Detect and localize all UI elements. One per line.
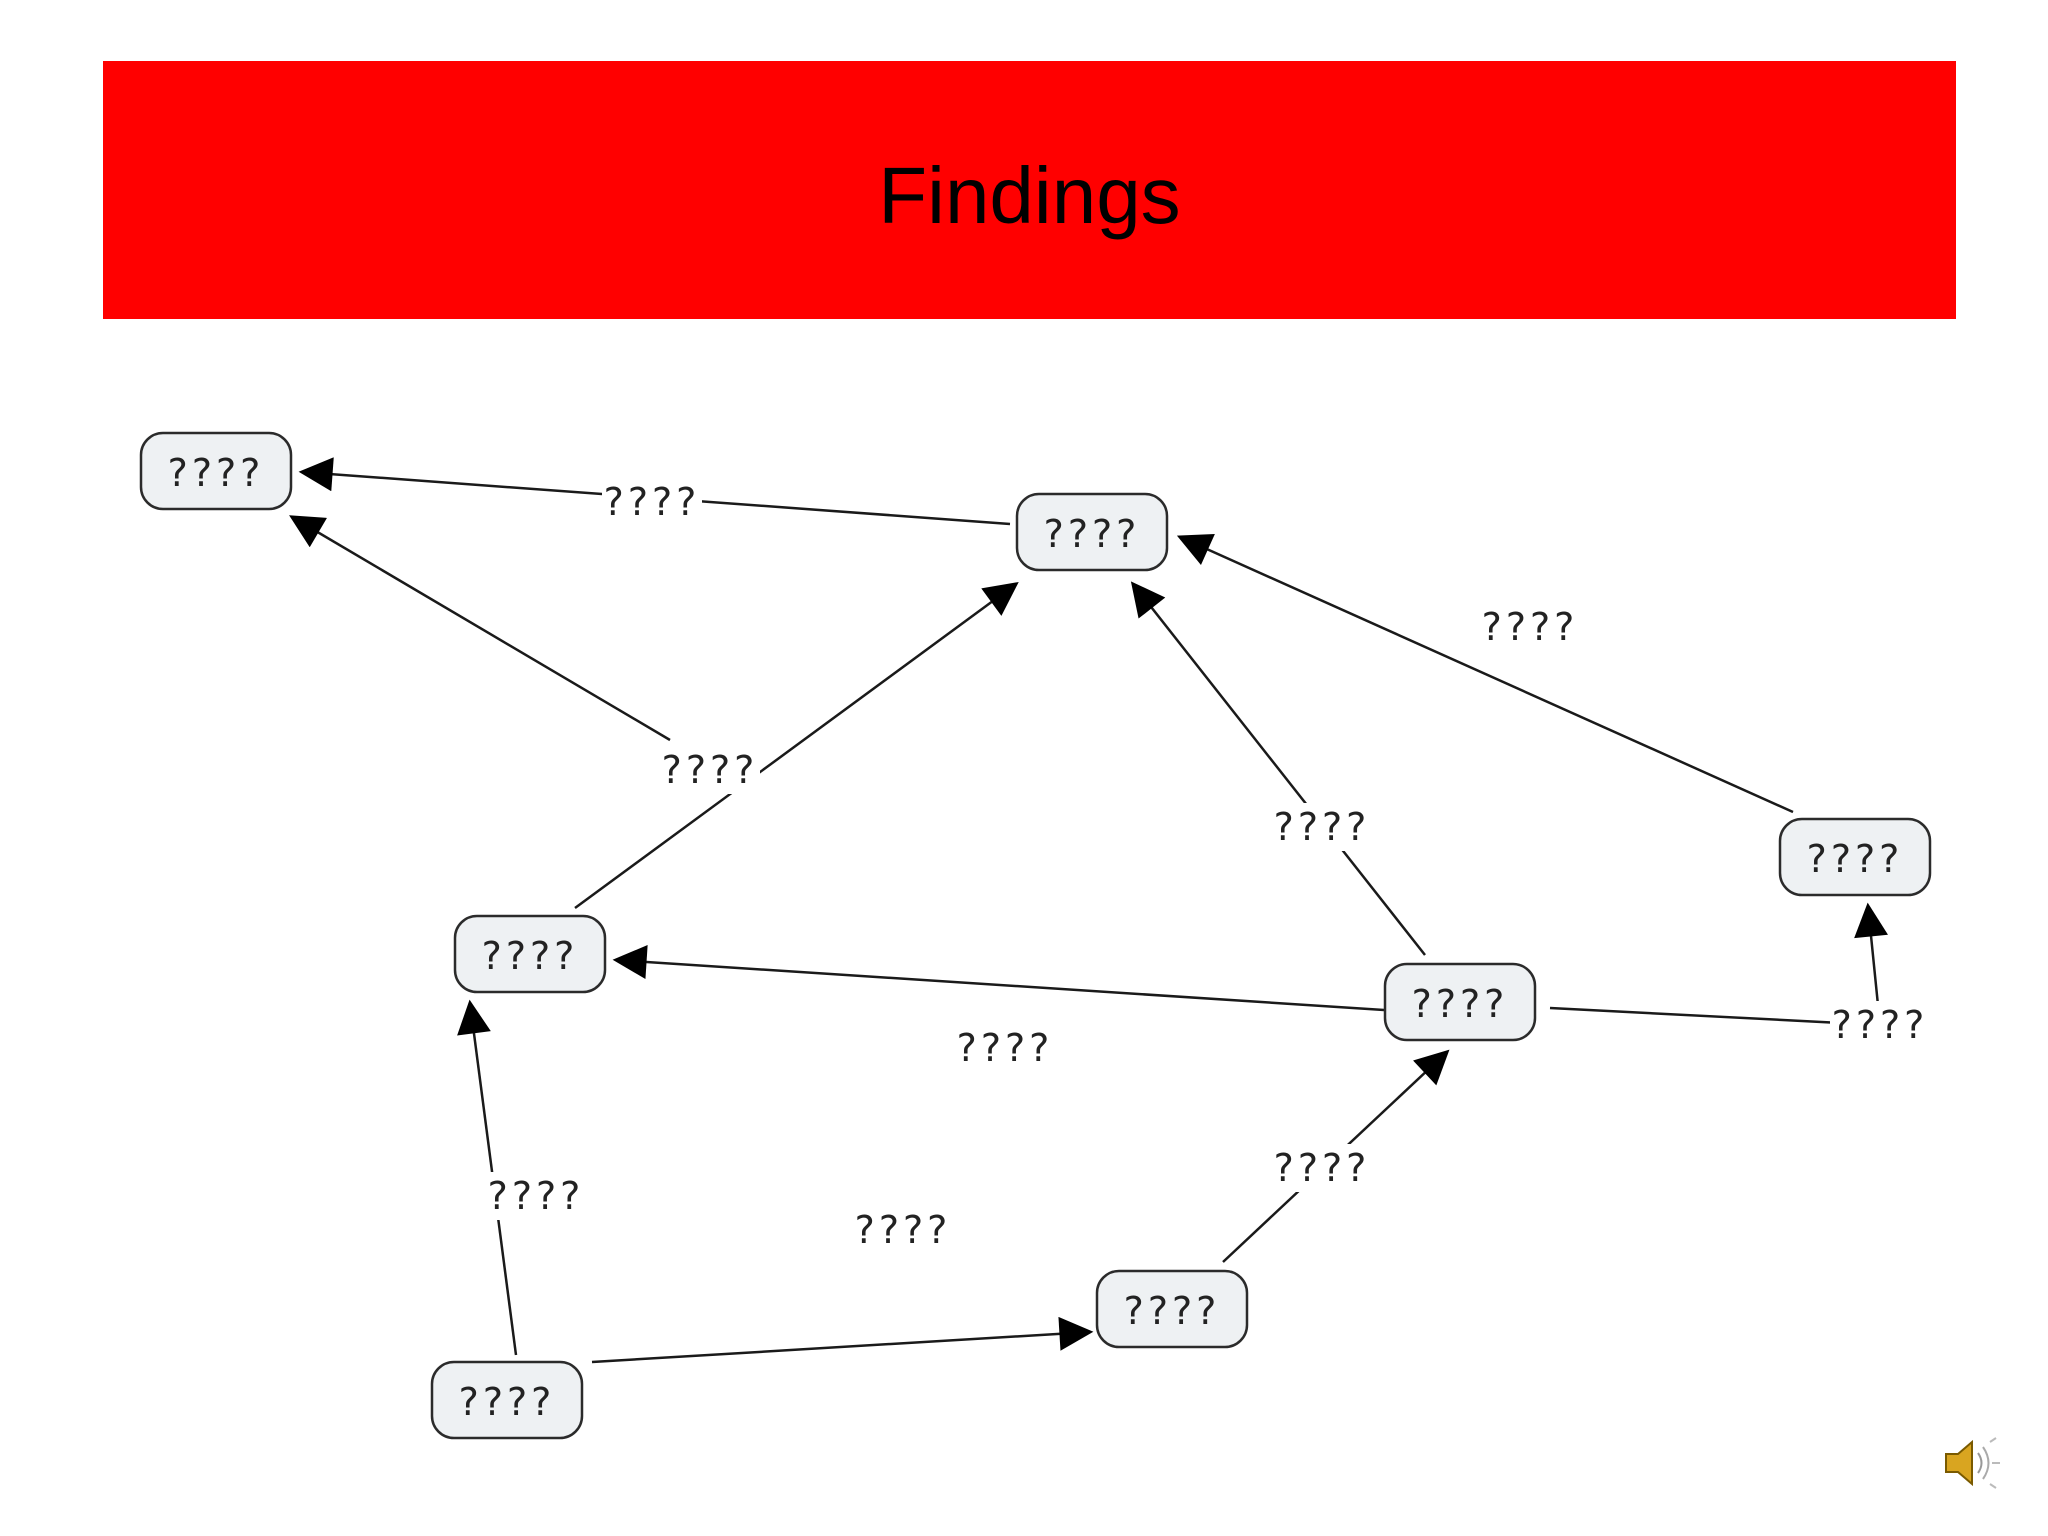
edge-arrow	[591, 1316, 1094, 1364]
node-label: ????	[459, 1380, 556, 1424]
node-box[interactable]	[1095, 1269, 1249, 1349]
edge-label: ????	[1272, 803, 1372, 851]
concept-node-n2[interactable]: ????	[1015, 492, 1169, 572]
edge-n5-n3: ????	[612, 945, 1385, 1072]
edge-label-text: ????	[1274, 805, 1371, 849]
node-box[interactable]	[1778, 817, 1932, 897]
edge-label-text: ????	[1832, 1003, 1929, 1047]
node-box[interactable]	[1015, 492, 1169, 572]
edge-n5-n2: ????	[1130, 581, 1426, 956]
concept-node-n7[interactable]: ????	[1095, 1269, 1249, 1349]
edge-label-text: ????	[1274, 1146, 1371, 1190]
edge-label-text: ????	[662, 748, 759, 792]
edge-n4-n2: ????	[1176, 534, 1794, 814]
node-label: ????	[1124, 1289, 1221, 1333]
concept-node-n5[interactable]: ????	[1383, 962, 1537, 1042]
node-label: ????	[1807, 837, 1904, 881]
edge-label: ????	[486, 1172, 586, 1220]
edge-arrow	[1176, 534, 1794, 814]
edge-arrow	[1130, 581, 1426, 956]
concept-node-n1[interactable]: ????	[139, 431, 293, 511]
title-banner: Findings	[103, 61, 1956, 319]
edge-label-text: ????	[1482, 605, 1579, 649]
edge-n6-n3: ????	[457, 999, 586, 1356]
edge-n2-n1: ????	[298, 457, 1011, 526]
node-label: ????	[1044, 512, 1141, 556]
edge-arrow	[289, 515, 671, 742]
concept-node-n4[interactable]: ????	[1778, 817, 1932, 897]
speaker-icon[interactable]	[1938, 1428, 2008, 1498]
edge-label-text: ????	[488, 1174, 585, 1218]
edge-arrow	[574, 581, 1019, 910]
slide-title: Findings	[878, 151, 1181, 240]
edge-n7-n5: ????	[1222, 1049, 1450, 1263]
edge-n5-n4: ????	[1549, 902, 1930, 1049]
concept-node-n3[interactable]: ????	[453, 914, 607, 994]
edge-n3-n2: ????	[574, 581, 1019, 910]
node-label: ????	[1412, 982, 1509, 1026]
node-box[interactable]	[1383, 962, 1537, 1042]
edge-label: ????	[955, 1024, 1055, 1072]
node-box[interactable]	[139, 431, 293, 511]
concept-node-n6[interactable]: ????	[430, 1360, 584, 1440]
edge-label: ????	[602, 478, 702, 526]
edge-label: ????	[660, 746, 760, 794]
edge-label: ????	[1480, 603, 1580, 651]
edge-label-text: ????	[855, 1208, 952, 1252]
edge-label: ????	[1272, 1144, 1372, 1192]
edge-n6-n7: ????	[591, 1206, 1094, 1364]
edge-label: ????	[853, 1206, 953, 1254]
node-box[interactable]	[453, 914, 607, 994]
edge-label: ????	[1830, 1001, 1930, 1049]
edge-arrow	[612, 945, 1385, 1012]
edge-label-text: ????	[604, 480, 701, 524]
node-label: ????	[168, 451, 265, 495]
edge-label-text: ????	[957, 1026, 1054, 1070]
node-box[interactable]	[430, 1360, 584, 1440]
node-label: ????	[482, 934, 579, 978]
